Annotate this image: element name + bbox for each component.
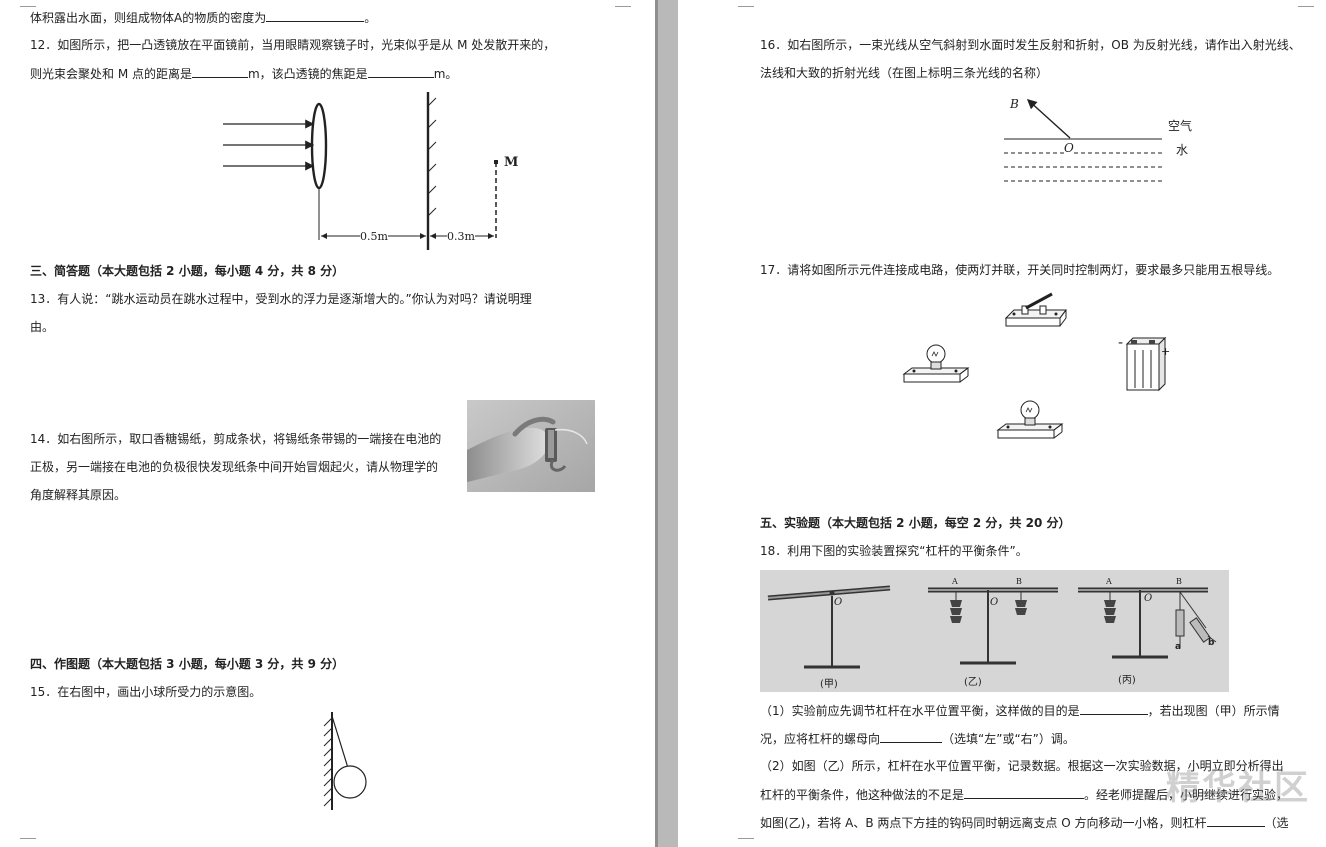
page-right: 16．如右图所示，一束光线从空气斜射到水面时发生反射和折射，OB 为反射光线，请… [678, 0, 1326, 847]
switch-component[interactable] [1004, 292, 1068, 332]
water-label: 水 [1176, 143, 1189, 157]
ball [333, 765, 367, 799]
q18-part2-line2: 杠杆的平衡条件，他这种做法的不足是。经老师提醒后，小明继续进行实验， [760, 787, 1289, 802]
q13-line2: 由。 [30, 320, 55, 334]
q16-line1: 16．如右图所示，一束光线从空气斜射到水面时发生反射和折射，OB 为反射光线，请… [760, 38, 1301, 52]
point-o-label: O [1064, 141, 1074, 155]
answer-blank[interactable] [266, 10, 365, 22]
lever-label-o1: O [990, 597, 999, 608]
air-label: 空气 [1168, 119, 1193, 133]
answer-blank[interactable] [1206, 815, 1265, 827]
point-m-label: M [504, 155, 519, 170]
ball-on-wall-figure [323, 712, 367, 810]
answer-blank[interactable] [1079, 703, 1148, 715]
weight-label-a: a [1175, 642, 1182, 652]
section4-title: 四、作图题（本大题包括 3 小题，每小题 3 分，共 9 分） [30, 657, 345, 671]
answer-blank[interactable] [964, 787, 1085, 799]
lever-caption-3: (丙) [1118, 675, 1136, 686]
battery-plus-label: + [1161, 345, 1171, 358]
lever-experiment-figure [760, 570, 1229, 692]
answer-blank[interactable] [367, 66, 434, 78]
hand-battery-photo [467, 400, 595, 492]
lever-label-a2: A [1106, 577, 1112, 586]
section3-title: 三、简答题（本大题包括 2 小题，每小题 4 分，共 8 分） [30, 264, 345, 278]
lens-mirror-figure [223, 92, 498, 250]
light-refraction-figure [1004, 99, 1162, 182]
q14-line1: 14．如右图所示，取口香糖锡纸，剪成条状，将锡纸条带锡的一端接在电池的 [30, 432, 442, 446]
distance-label-mirror: 0.3m [447, 230, 475, 244]
watermark: 精华社区 [1166, 768, 1310, 808]
q16-line2: 法线和大致的折射光线（在图上标明三条光线的名称） [760, 66, 1049, 80]
lamp-component-1[interactable] [900, 344, 970, 390]
weight-label-b: b [1208, 638, 1215, 648]
q17-line1: 17．请将如图所示元件连接成电路，使两灯并联，开关同时控制两灯，要求最多只能用五… [760, 263, 1280, 277]
q14-line3: 角度解释其原因。 [30, 488, 127, 502]
section5-title: 五、实验题（本大题包括 2 小题，每空 2 分，共 20 分） [760, 516, 1071, 530]
lever-label-a1: A [952, 577, 958, 586]
crop-mark [20, 838, 36, 845]
q14-line2: 正极，另一端接在电池的负极很快发现纸条中间开始冒烟起火，请从物理学的 [30, 460, 439, 474]
page-gutter [655, 0, 678, 847]
q15-text: 15．在右图中，画出小球所受力的示意图。 [30, 685, 262, 699]
lamp-component-2[interactable] [994, 400, 1064, 446]
lever-caption-1: (甲) [820, 679, 838, 690]
q11-tail: 体积露出水面，则组成物体A的物质的密度为。 [30, 10, 377, 25]
q12-line1: 12．如图所示，把一凸透镜放在平面镜前，当用眼睛观察镜子时，光束似乎是从 M 处… [30, 38, 556, 52]
answer-blank[interactable] [191, 66, 248, 78]
battery-component[interactable] [1125, 336, 1169, 392]
crop-mark [738, 0, 754, 7]
point-b-label: B [1010, 97, 1019, 111]
q13-line1: 13．有人说：“跳水运动员在跳水过程中，受到水的浮力是逐渐增大的。”你认为对吗？… [30, 292, 532, 306]
q18-part2-line1: （2）如图（乙）所示，杠杆在水平位置平衡，记录数据。根据这一次实验数据，小明立即… [760, 759, 1284, 773]
reflected-ray-ob [1026, 99, 1071, 139]
lever-label-o0: O [834, 597, 843, 608]
lever-label-b1: B [1016, 577, 1022, 586]
crop-mark [20, 0, 36, 7]
q18-part2-line3: 如图(乙)，若将 A、B 两点下方挂的钩码同时朝远离支点 O 方向移动一小格，则… [760, 815, 1289, 830]
q18-intro: 18．利用下图的实验装置探究“杠杆的平衡条件”。 [760, 544, 1028, 558]
distance-label-lens: 0.5m [360, 230, 388, 244]
lever-label-b2: B [1176, 577, 1182, 586]
q18-part1-line1: （1）实验前应先调节杠杆在水平位置平衡，这样做的目的是，若出现图（甲）所示情 [760, 703, 1280, 718]
crop-mark [738, 838, 754, 845]
page-left: 体积露出水面，则组成物体A的物质的密度为。 12．如图所示，把一凸透镜放在平面镜… [0, 0, 655, 847]
q18-part1-line2: 况，应将杠杆的螺母向（选填“左”或“右”）调。 [760, 731, 1075, 746]
lever-label-o2: O [1144, 593, 1153, 604]
answer-blank[interactable] [880, 731, 943, 743]
crop-mark [1298, 0, 1314, 7]
battery-minus-label: - [1118, 335, 1124, 351]
lever-caption-2: (乙) [964, 677, 982, 688]
crop-mark [615, 0, 631, 7]
convex-lens [310, 102, 328, 190]
